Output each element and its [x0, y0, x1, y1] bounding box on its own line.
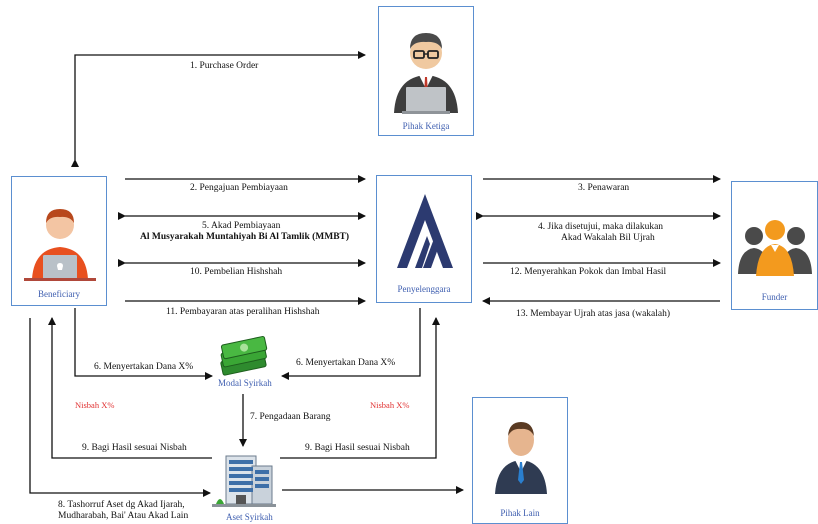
penyelenggara-box: Penyelenggara	[376, 175, 472, 303]
building-icon	[212, 455, 276, 507]
flow-10-label: 10. Pembelian Hishshah	[190, 267, 283, 277]
flow-5a-label: 5. Akad Pembiayaan	[202, 221, 281, 231]
flow-5b-label: Al Musyarakah Muntahiyah Bi Al Tamlik (M…	[140, 232, 350, 242]
money-stack-icon	[220, 336, 268, 376]
flow-11-label: 11. Pembayaran atas peralihan Hishshah	[166, 307, 320, 317]
flow-9-right-label: 9. Bagi Hasil sesuai Nisbah	[305, 443, 410, 453]
flow-9-left-label: 9. Bagi Hasil sesuai Nisbah	[82, 443, 187, 453]
flow-3-label: 3. Penawaran	[578, 183, 630, 193]
flow-1-label: 1. Purchase Order	[190, 61, 259, 71]
funder-label: Funder	[761, 292, 788, 302]
flow-4a-label: 4. Jika disetujui, maka dilakukan	[538, 222, 664, 232]
penyelenggara-label: Penyelenggara	[397, 284, 451, 294]
businessman-laptop-icon	[394, 33, 458, 114]
flow-12-label: 12. Menyerahkan Pokok dan Imbal Hasil	[510, 267, 667, 277]
person-laptop-icon	[24, 209, 96, 281]
nisbah-right-label: Nisbah X%	[370, 400, 410, 410]
pihak-lain-box: Pihak Lain	[472, 397, 568, 524]
penyelenggara-logo-icon	[397, 194, 453, 268]
flow-8a-label: 8. Tashorruf Aset dg Akad Ijarah,	[58, 500, 185, 510]
group-people-icon	[738, 220, 812, 276]
beneficiary-box: Beneficiary	[11, 176, 107, 306]
flow-6-right-label: 6. Menyertakan Dana X%	[296, 358, 396, 368]
flow-2-label: 2. Pengajuan Pembiayaan	[190, 183, 288, 193]
flow-7-label: 7. Pengadaan Barang	[250, 412, 331, 422]
pihak-ketiga-label: Pihak Ketiga	[402, 121, 450, 131]
aset-syirkah-label: Aset Syirkah	[226, 512, 273, 522]
flow-4b-label: Akad Wakalah Bil Ujrah	[561, 233, 655, 243]
pihak-lain-label: Pihak Lain	[500, 508, 540, 518]
businessman-icon	[495, 422, 547, 494]
funder-box: Funder	[731, 181, 818, 310]
modal-syirkah-label: Modal Syirkah	[218, 378, 272, 388]
pihak-ketiga-box: Pihak Ketiga	[378, 6, 474, 136]
flow-6-left-label: 6. Menyertakan Dana X%	[94, 362, 194, 372]
beneficiary-label: Beneficiary	[38, 289, 80, 299]
flow-8b-label: Mudharabah, Bai' Atau Akad Lain	[58, 511, 189, 521]
flow-13-label: 13. Membayar Ujrah atas jasa (wakalah)	[516, 309, 671, 319]
nisbah-left-label: Nisbah X%	[75, 400, 115, 410]
